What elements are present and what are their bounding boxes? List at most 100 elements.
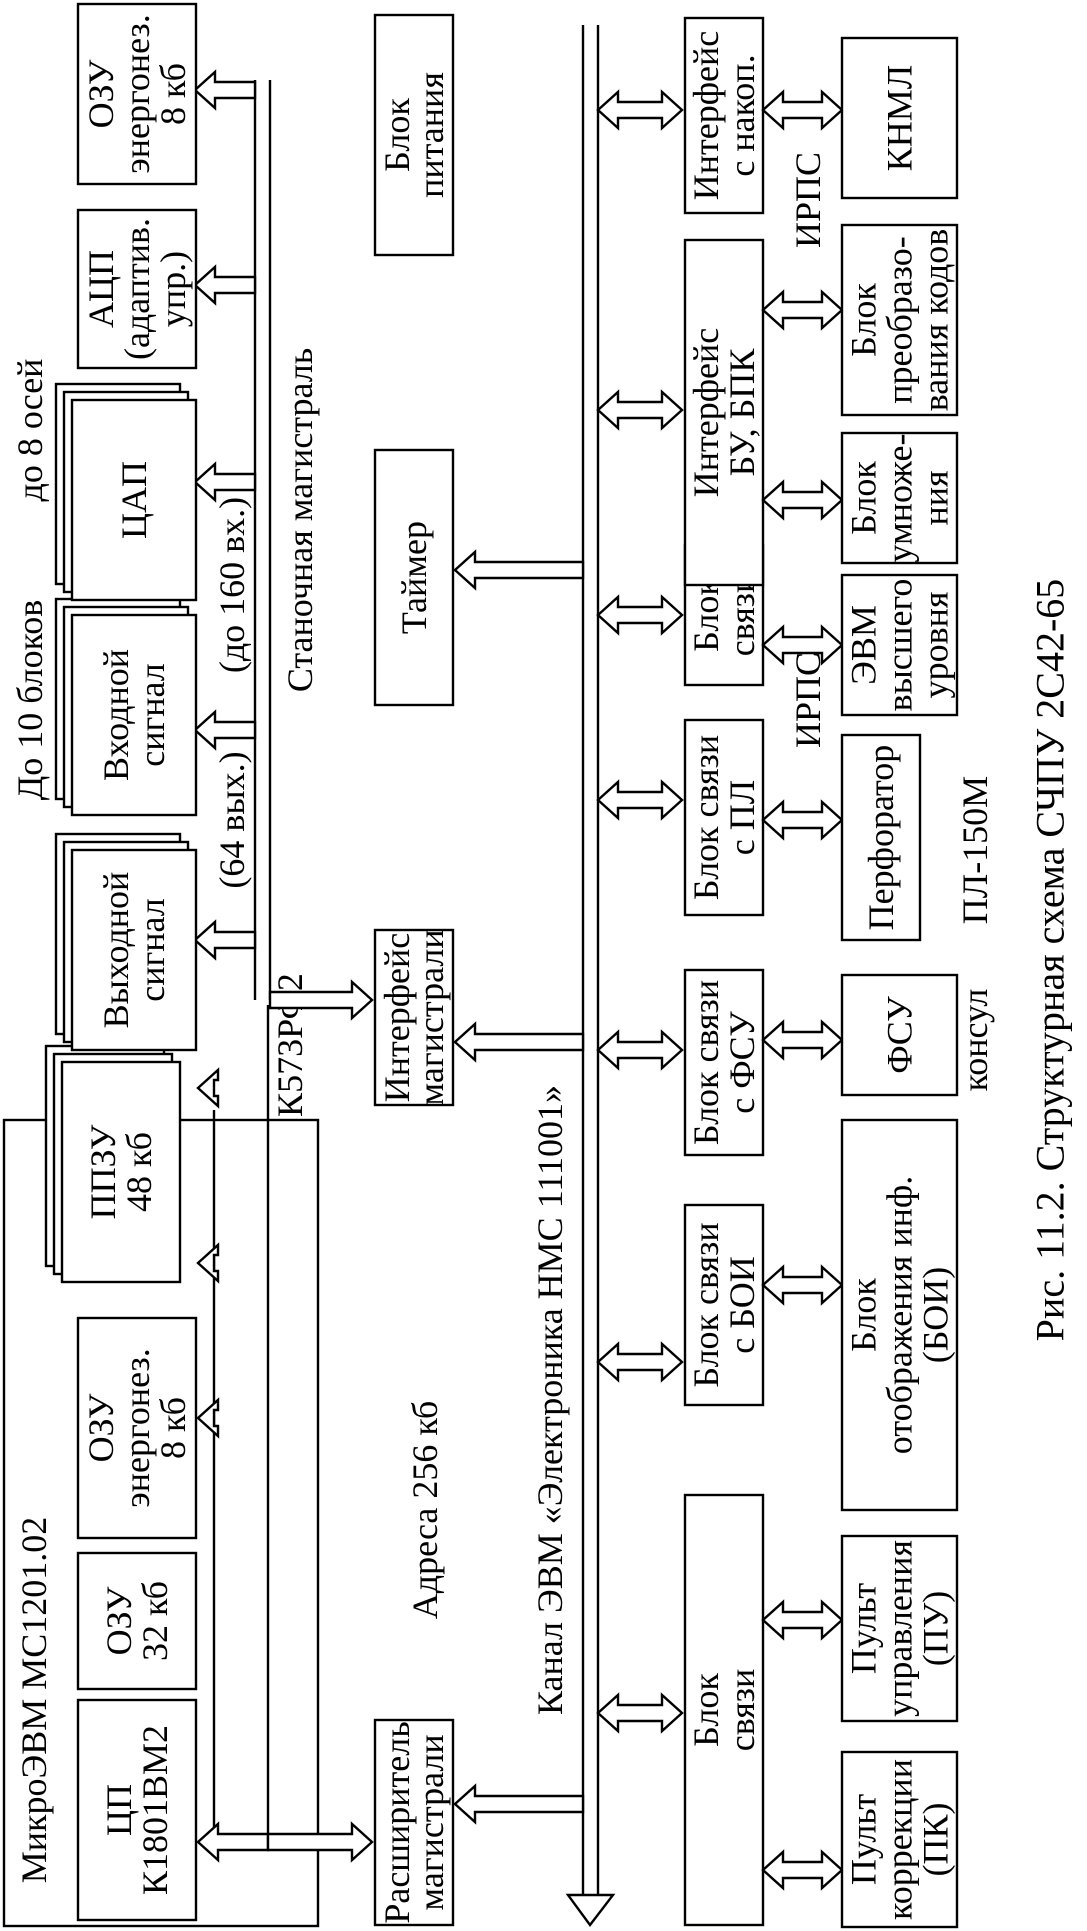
- code_converter-label-1: преобразо-: [880, 236, 920, 404]
- note-up-to-10-blocks: До 10 блоков: [10, 600, 50, 801]
- adc-label-1: (адаптив.: [117, 218, 157, 360]
- knml-label-0: КНМЛ: [880, 65, 920, 171]
- arrow-output: [193, 919, 257, 961]
- code_converter-label-2: вания кодов: [916, 229, 956, 412]
- display_unit-label-2: (БОИ): [916, 1267, 956, 1363]
- cpu-label-1: К1801ВМ2: [135, 1725, 175, 1895]
- fsu-label-0: ФСУ: [880, 996, 920, 1074]
- code_converter-label-0: Блок: [844, 283, 884, 357]
- ram_nv_micro-label-2: 8 кб: [153, 1397, 193, 1459]
- control_panel-label-2: (ПУ): [916, 1591, 956, 1666]
- bus_expander-label-0: Расширитель: [377, 1721, 417, 1923]
- figure-caption: Рис. 11.2. Структурная схема СЧПУ 2С42-6…: [1028, 579, 1073, 1342]
- arrow-boi-dev: [761, 1264, 844, 1306]
- bus_interface-box: [373, 928, 455, 1107]
- arrow-comm-pu: [761, 1599, 844, 1641]
- arrow-ch-expander: [453, 1783, 585, 1825]
- control_panel-label-1: управления: [880, 1540, 920, 1717]
- iface_storage-label-0: Интерфейс: [686, 31, 726, 201]
- arrow-to-bus-iface: [268, 979, 374, 1021]
- comm_block-label-0: Блок: [686, 1673, 726, 1747]
- adc-label-2: упр.): [153, 251, 193, 327]
- comm_boi-box: [683, 1203, 765, 1407]
- arrow-comm2-upper: [761, 624, 844, 666]
- control_panel-label-0: Пульт: [844, 1583, 884, 1674]
- dac-label-0: ЦАП: [114, 461, 154, 539]
- multiplier-label-0: Блок: [844, 461, 884, 535]
- correction_panel-box: [840, 1750, 959, 1929]
- ram_nv_machine-box: [76, 2, 198, 186]
- arrow-ch-boi: [596, 1341, 684, 1383]
- input_signal-label-0: Входной: [96, 649, 136, 781]
- arrow-ramnv: [196, 1242, 220, 1284]
- iface_bu_bpk-label-1: БУ, БПК: [722, 348, 762, 477]
- note-pl150m: ПЛ-150М: [955, 776, 995, 924]
- note-irps-1: ИРПС: [788, 152, 828, 248]
- timer-box: [373, 448, 455, 707]
- input_signal-label-1: сигнал: [132, 663, 172, 767]
- perforator-label-0: Перфоратор: [861, 745, 901, 931]
- note-inputs-160: (до 160 вх.): [212, 497, 252, 673]
- control_panel-box: [840, 1534, 959, 1723]
- iface_bu_bpk-box: [683, 238, 765, 587]
- comm_block2-label-1: связи: [722, 574, 762, 657]
- ram_nv_machine-label-0: ОЗУ: [81, 59, 121, 128]
- fsu-box: [840, 973, 959, 1097]
- dac-box: [70, 398, 198, 602]
- channel-arrow-head: [565, 1893, 616, 1928]
- output_signal-label-1: сигнал: [132, 898, 172, 1002]
- power-label-0: Блок: [377, 98, 417, 172]
- arrow-ch-pl: [596, 779, 684, 821]
- multiplier-label-2: ния: [916, 470, 956, 525]
- comm_fsu-label-0: Блок связи: [686, 980, 726, 1145]
- code_converter-box: [840, 223, 959, 417]
- prom-label-1: 48 кб: [119, 1132, 159, 1212]
- iface_storage-label-1: с накоп.: [722, 54, 762, 176]
- multiplier-box: [840, 431, 959, 565]
- arrow-to-expander: [266, 1821, 374, 1863]
- iface_bu_bpk-label-0: Интерфейс: [686, 328, 726, 498]
- ram_nv_micro-label-1: энергонез.: [117, 1348, 157, 1507]
- note-irps-2: ИРПС: [788, 652, 828, 748]
- upper_computer-label-0: ЭВМ: [844, 605, 884, 685]
- arrow-pl-dev: [761, 799, 844, 841]
- upper_computer-label-1: высшего: [880, 579, 920, 712]
- machine-bus-label: Станочная магистраль: [280, 348, 320, 692]
- input_signal-box: [70, 613, 198, 817]
- addresses-label: Адреса 256 кб: [405, 1401, 445, 1620]
- arrow-ch-comm2: [596, 594, 684, 636]
- note-up-to-8-axes: до 8 осей: [10, 359, 50, 502]
- arrow-ch-timer: [453, 549, 585, 591]
- power-box: [373, 13, 455, 257]
- micro-title: МикроЭВМ МС1201.02: [14, 1517, 54, 1884]
- ram_nv_micro-label-0: ОЗУ: [81, 1393, 121, 1462]
- arrow-ch-comm: [596, 1692, 684, 1734]
- comm_fsu-label-1: с ФСУ: [722, 1011, 762, 1114]
- iface_storage-box: [683, 16, 765, 215]
- correction_panel-label-1: коррекции: [880, 1759, 920, 1920]
- prom-box: [60, 1060, 182, 1284]
- ram32-box: [76, 1551, 198, 1691]
- ram_nv_machine-label-1: энергонез.: [117, 14, 157, 173]
- ram32-label-0: ОЗУ: [99, 1586, 139, 1655]
- bus_interface-label-0: Интерфейс: [377, 933, 417, 1103]
- ram_nv_machine-label-2: 8 кб: [153, 63, 193, 125]
- arrow-storage-knml: [761, 89, 844, 131]
- cpu-label-0: ЦП: [99, 1784, 139, 1836]
- bus_expander-box: [373, 1718, 455, 1927]
- cpu-box: [76, 1698, 198, 1922]
- arrow-ch-fsu: [596, 1029, 684, 1071]
- note-outputs-64: (64 вых.): [212, 751, 252, 888]
- comm_block2-label-0: Блок: [686, 578, 726, 652]
- output_signal-label-0: Выходной: [96, 872, 136, 1029]
- comm_boi-label-0: Блок связи: [686, 1222, 726, 1387]
- comm_block-label-1: связи: [722, 1669, 762, 1752]
- ram32-label-1: 32 кб: [135, 1581, 175, 1661]
- arrow-bubpk-mult: [761, 479, 844, 521]
- comm_pl-label-1: с ПЛ: [722, 780, 762, 855]
- channel-label: Канал ЭВМ «Электроника НМС 111001»: [530, 1085, 570, 1715]
- bus_interface-label-1: магистрали: [411, 929, 451, 1105]
- prom-label-0: ППЗУ: [83, 1124, 123, 1219]
- timer-label-0: Таймер: [394, 521, 434, 634]
